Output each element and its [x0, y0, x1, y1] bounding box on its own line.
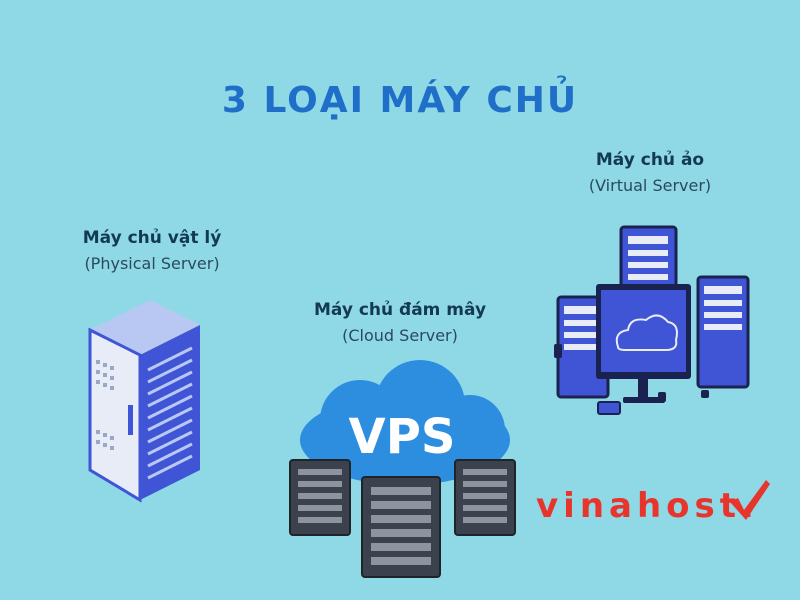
rack-server-icon — [88, 300, 200, 503]
vps-badge: VPS — [349, 409, 456, 465]
virtual-server-label: Máy chủ ảo (Virtual Server) — [560, 150, 740, 195]
physical-server-subtitle: (Physical Server) — [84, 254, 220, 273]
cloud-server-label: Máy chủ đám mây (Cloud Server) — [290, 300, 510, 345]
cloud-server-subtitle: (Cloud Server) — [342, 326, 458, 345]
virtual-server-icon — [554, 225, 750, 415]
brand-text: vinahost. — [536, 486, 759, 526]
cloud-server-name: Máy chủ đám mây — [313, 300, 487, 320]
physical-server-label: Máy chủ vật lý (Physical Server) — [62, 228, 242, 273]
cloud-server-icon: VPS — [289, 360, 516, 578]
vinahost-logo: vinahost. — [536, 486, 759, 526]
virtual-server-name: Máy chủ ảo — [595, 150, 705, 170]
virtual-server-subtitle: (Virtual Server) — [588, 176, 712, 195]
checkmark-icon — [730, 480, 770, 520]
page-title: 3 LOẠI MÁY CHỦ — [221, 80, 579, 121]
physical-server-name: Máy chủ vật lý — [82, 228, 222, 248]
